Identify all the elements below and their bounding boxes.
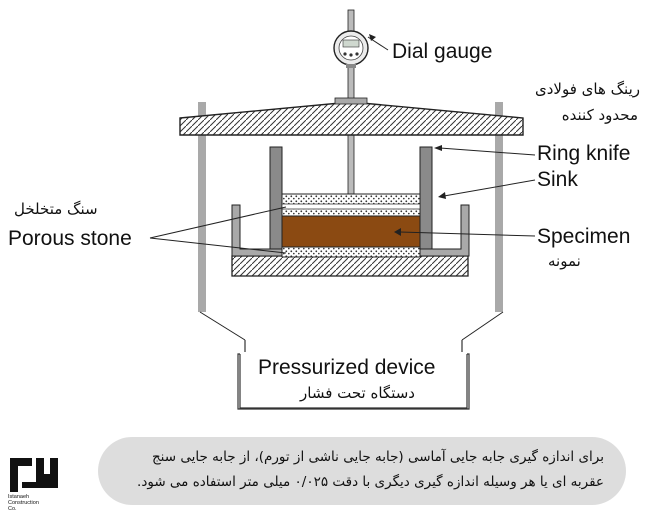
loading-plate (281, 203, 421, 210)
ring-knife-left (269, 146, 283, 250)
frame-post-left (198, 102, 206, 312)
label-ring-knife: Ring knife (537, 142, 631, 165)
porous-stone-bottom (281, 246, 421, 258)
dial-gauge (333, 30, 369, 68)
label-dial-gauge: Dial gauge (392, 40, 493, 63)
caption-box: برای اندازه گیری جابه جایی آماسی (جابه ج… (98, 437, 626, 505)
leader-lines (149, 36, 536, 341)
loading-cap (179, 101, 524, 136)
logo-text-line1: Istanaeh (8, 494, 30, 500)
label-porous-stone: Porous stone (8, 227, 132, 250)
label-sink: Sink (537, 168, 578, 191)
ring-knife-right (419, 146, 433, 250)
label-specimen: Specimen (537, 225, 631, 248)
cap-clamp (334, 97, 368, 105)
company-logo (10, 458, 58, 492)
label-pressurized-device: Pressurized device (258, 356, 436, 379)
caption-line-1: برای اندازه گیری جابه جایی آماسی (جابه ج… (151, 449, 604, 465)
logo-text-line3: Co. (8, 506, 17, 512)
logo-text-line2: Construction (8, 500, 39, 506)
label-pressurized-device-fa: دستگاه تحت فشار (300, 384, 415, 402)
base-plate (231, 255, 469, 277)
logo-text: Istanaeh Construction Co. (8, 494, 39, 512)
label-steel-rings-fa-1: رینگ های فولادی (534, 80, 640, 98)
label-steel-rings-fa-2: محدود کننده (561, 106, 638, 124)
frame-post-right (495, 102, 503, 312)
label-specimen-fa: نمونه (548, 252, 581, 270)
label-porous-stone-fa: سنگ متخلخل (14, 200, 98, 218)
caption-line-2: عقربه ای یا هر وسیله اندازه گیری دیگری ب… (137, 474, 604, 490)
